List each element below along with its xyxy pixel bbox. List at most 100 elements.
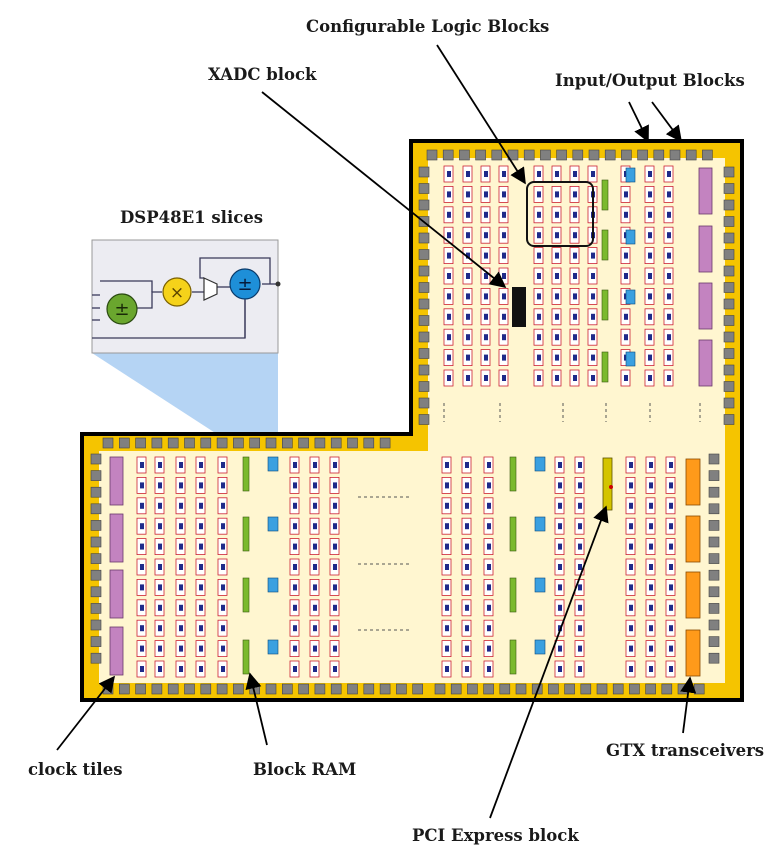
io-arrow-left	[628, 101, 649, 143]
io-pad	[723, 183, 735, 194]
clb-slice	[313, 523, 317, 530]
io-pad	[723, 381, 735, 392]
clb-slice	[447, 232, 451, 239]
clb-slice	[221, 462, 225, 468]
io-pad	[418, 232, 430, 244]
clb-slice	[649, 564, 653, 570]
clb-slice	[140, 564, 144, 570]
mux-icon	[203, 277, 218, 301]
clock-tiles-label: clock tiles	[28, 760, 123, 779]
clb-slice	[667, 211, 671, 218]
bram-tile	[242, 516, 250, 552]
pcie-label: PCI Express block	[412, 826, 579, 845]
clb-slice	[466, 211, 470, 218]
clb-slice	[484, 354, 488, 361]
dsp-tile	[534, 516, 546, 532]
bram-tile	[509, 639, 517, 675]
clb-slice	[484, 252, 488, 259]
clb-slice	[669, 482, 673, 489]
adder-icon	[106, 293, 138, 325]
clb-slice	[649, 482, 653, 489]
clb-slice	[629, 523, 633, 530]
io-pad	[708, 619, 720, 631]
clb-slice	[140, 625, 144, 632]
clb-slice	[313, 462, 317, 468]
clb-slice	[573, 354, 577, 361]
clb-slice	[669, 625, 673, 632]
clb-slice	[629, 462, 633, 468]
clb-slice	[447, 334, 451, 341]
dsp-tile	[267, 577, 279, 593]
clb-slice	[465, 543, 469, 550]
xadc-block	[512, 287, 526, 327]
io-pad	[90, 569, 102, 581]
io-pad	[418, 348, 430, 359]
dsp-tile	[534, 456, 546, 472]
clb-slice	[179, 666, 183, 672]
io-pad	[723, 232, 735, 244]
clb-slice	[487, 523, 491, 530]
clb-slice	[558, 482, 562, 489]
io-pad	[491, 149, 503, 161]
bram-tile	[242, 577, 250, 613]
io-pad	[90, 553, 102, 564]
clb-slice	[140, 502, 144, 509]
clb-slice	[591, 354, 595, 361]
clb-slice	[555, 293, 559, 300]
clb-slice	[465, 564, 469, 570]
io-pad	[119, 437, 130, 449]
clb-slice	[649, 523, 653, 530]
clb-slice	[445, 625, 449, 632]
clb-slice	[555, 191, 559, 198]
io-pad	[119, 683, 130, 695]
clb-slice	[555, 313, 559, 320]
clb-slice	[573, 375, 577, 381]
bram-tile	[601, 179, 609, 211]
clb-slice	[667, 334, 671, 341]
clb-slice	[573, 211, 577, 218]
clb-slice	[558, 543, 562, 550]
clb-slice	[445, 462, 449, 468]
io-pad	[723, 216, 735, 227]
dsp-tile	[625, 289, 636, 305]
io-pad	[580, 683, 592, 695]
io-pad	[418, 315, 430, 326]
io-pad	[151, 437, 163, 449]
io-pad	[708, 586, 720, 598]
clb-slice	[466, 232, 470, 239]
clb-slice	[667, 293, 671, 300]
clb-slice	[313, 564, 317, 570]
io-pad	[629, 683, 640, 695]
clb-slice	[199, 523, 203, 530]
clb-slice	[199, 543, 203, 550]
clb-slice	[487, 625, 491, 632]
clb-slice	[555, 252, 559, 259]
clb-slice	[669, 584, 673, 591]
io-pad	[677, 683, 689, 695]
clb-slice	[555, 375, 559, 381]
io-pad	[723, 166, 735, 178]
clb-slice	[624, 191, 628, 198]
clb-slice	[445, 482, 449, 489]
io-pad	[314, 683, 326, 695]
io-pad	[418, 298, 430, 310]
clb-slice	[199, 666, 203, 672]
clb-slice	[648, 171, 652, 177]
io-pad	[702, 149, 713, 161]
clb-slice	[333, 625, 337, 632]
io-pad	[418, 282, 430, 293]
clb-slice	[648, 313, 652, 320]
clb-slice	[667, 191, 671, 198]
clb-slice	[158, 543, 162, 550]
clb-slice	[537, 191, 541, 198]
clb-slice	[447, 252, 451, 259]
clb-slice	[578, 523, 582, 530]
clb-slice	[484, 232, 488, 239]
clb-slice	[648, 293, 652, 300]
clb-slice	[293, 645, 297, 652]
clb-slice	[578, 482, 582, 489]
clb-slice	[466, 171, 470, 177]
bram-tile	[242, 639, 250, 675]
clb-slice	[333, 462, 337, 468]
io-pad	[708, 470, 720, 481]
